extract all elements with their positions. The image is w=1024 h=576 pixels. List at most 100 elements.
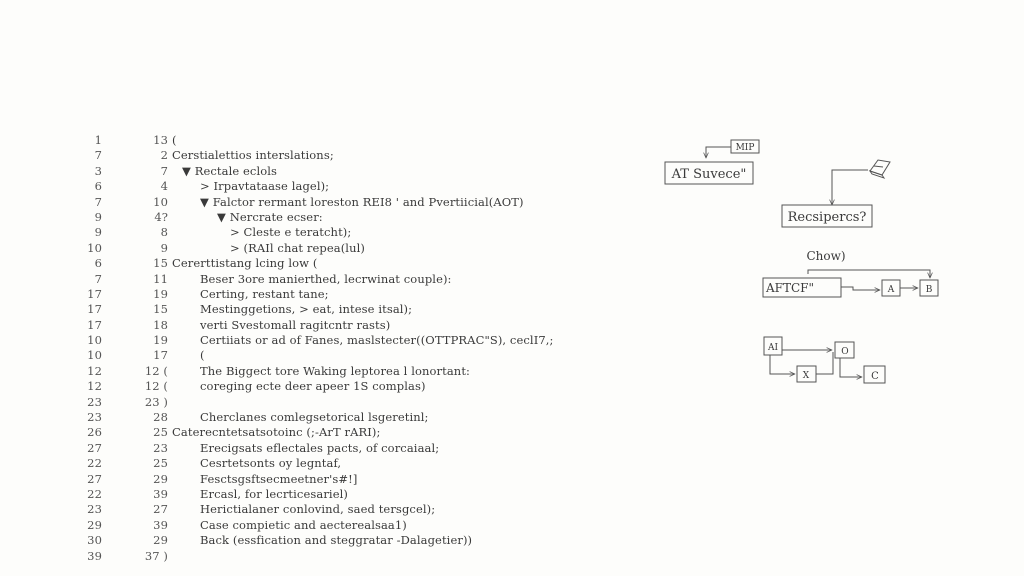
mip-arrow: [706, 146, 731, 158]
secondary-line-number: 19: [153, 286, 168, 301]
aftcf-label: AFTCF": [765, 281, 814, 295]
line-number: 23: [87, 410, 102, 425]
secondary-line-number: 27: [153, 502, 168, 517]
box-c-label: C: [871, 371, 879, 382]
code-text: (: [172, 133, 177, 147]
source-node: AT Suvece": [664, 161, 754, 185]
code-text: Herictialaner conlovind, saed tersgcel);: [200, 502, 436, 517]
code-text: Caterecntetsatsotoinc (;-ArT rARI);: [172, 425, 381, 440]
line-number: 27: [87, 471, 102, 486]
mip-label: MIP: [736, 143, 755, 153]
ai-label: AI: [767, 343, 778, 353]
code-line: 39 37 ): [80, 549, 640, 564]
document-icon: [868, 159, 891, 179]
mip-node: MIP: [730, 139, 760, 154]
secondary-line-number: 29: [153, 533, 168, 548]
code-text: Certiiats or ad of Fanes, maslstecter((O…: [200, 333, 554, 348]
code-line: 12 12 ( coreging ecte deer apeer 1S compla…: [80, 379, 640, 394]
code-text: Cerstialettios interslations;: [172, 148, 334, 163]
secondary-line-number: 15: [153, 302, 168, 317]
code-text: Certing, restant tane;: [200, 286, 329, 301]
secondary-line-number: 39: [153, 486, 168, 501]
code-text: The Biggect tore Waking leptorea l lonor…: [200, 363, 471, 378]
code-line: 23 27 Herictialaner conlovind, saed tersgc…: [80, 502, 640, 517]
code-text: > Irpavtataase lagel);: [200, 179, 330, 194]
secondary-line-number: 17: [153, 348, 168, 363]
box-b-label: B: [926, 285, 933, 295]
secondary-line-number: 19: [153, 333, 168, 348]
secondary-line-number: 37 ): [144, 548, 168, 563]
secondary-line-number: 12 (: [144, 379, 168, 394]
code-text: Cesrtetsonts oy legntaf,: [200, 456, 342, 471]
aftcf-arrow: [841, 286, 880, 290]
code-text: verti Svestomall ragitcntr rasts): [200, 317, 391, 332]
source-label: AT Suvece": [671, 167, 747, 182]
line-number: 12: [87, 363, 102, 378]
line-number: 12: [87, 379, 102, 394]
secondary-line-number: 9: [160, 240, 168, 255]
line-number: 6: [94, 256, 102, 271]
box-a-label: A: [887, 285, 895, 295]
line-number: 9: [94, 209, 102, 224]
secondary-line-number: 29: [153, 471, 168, 486]
line-number: 6: [94, 179, 102, 194]
line-number: 29: [87, 517, 102, 532]
code-text: Cherclanes comlegsetorical lsgeretinl;: [200, 410, 429, 425]
code-line: 22 25 Cesrtetsonts oy legntaf,: [80, 456, 640, 471]
line-number: 39: [87, 548, 102, 563]
code-text: ▼ Falctor rermant loreston REI8 ' and Pv…: [200, 194, 524, 209]
line-number: 26: [87, 425, 102, 440]
code-text: Case compietic and aecterealsaa1): [200, 517, 407, 532]
code-text: Back (essfication and steggratar -Dalage…: [200, 533, 473, 548]
code-text: coreging ecte deer apeer 1S complas): [200, 379, 426, 394]
secondary-line-number: 4?: [154, 209, 168, 224]
line-number: 17: [87, 286, 102, 301]
line-number: 3: [94, 163, 102, 178]
code-line: 6 4 > Irpavtataase lagel);: [80, 179, 640, 194]
secondary-line-number: 12 (: [144, 363, 168, 378]
secondary-line-number: 23 ): [144, 394, 168, 409]
box-a-node: A: [881, 279, 901, 297]
code-text: ▼ Rectale eclols: [182, 163, 278, 178]
ai-node: AI: [763, 336, 783, 356]
secondary-line-number: 25: [153, 456, 168, 471]
secondary-line-number: 18: [153, 317, 168, 332]
aftcf-node: AFTCF": [762, 277, 842, 298]
line-number: 7: [94, 194, 102, 209]
line-number: 23: [87, 502, 102, 517]
code-line: 12 12 ( The Biggect tore Waking leptorea l…: [80, 364, 640, 379]
chow-label: Chow): [806, 249, 845, 263]
secondary-line-number: 28: [153, 410, 168, 425]
x-to-o-arrow: [816, 352, 834, 375]
code-line: 23 28 Cherclanes comlegsetorical lsgeretin…: [80, 410, 640, 425]
recipients-node: Recsipercs?: [781, 204, 873, 228]
line-number: 10: [87, 348, 102, 363]
box-x-node: X: [796, 365, 817, 383]
line-number: 22: [87, 456, 102, 471]
o-to-c-arrow: [839, 358, 862, 377]
ai-to-x-arrow: [769, 355, 795, 374]
line-number: 10: [87, 240, 102, 255]
chow-bracket: [807, 269, 930, 278]
box-b-node: B: [919, 279, 939, 297]
document-arrow: [832, 169, 868, 205]
box-o-label: O: [841, 347, 848, 357]
secondary-line-number: 4: [160, 179, 168, 194]
